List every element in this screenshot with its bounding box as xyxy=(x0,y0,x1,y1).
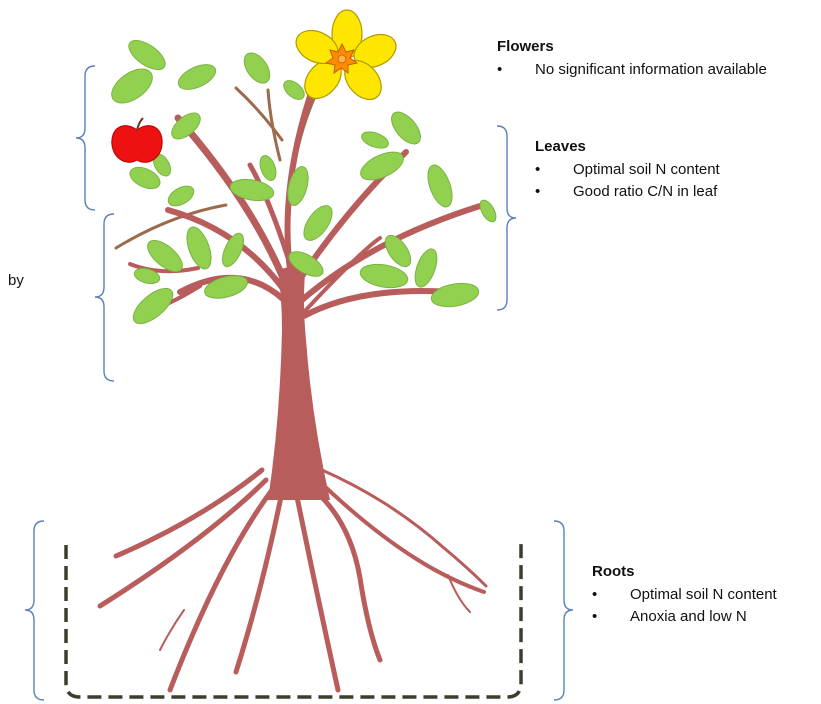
roots xyxy=(97,467,488,693)
roots-list: Optimal soil N content Anoxia and low N xyxy=(592,584,777,628)
flowers-bracket xyxy=(75,65,96,211)
flowers-list: No significant information available xyxy=(497,59,767,81)
brackets xyxy=(24,65,574,701)
leaf-icon xyxy=(283,80,305,100)
flowers-label: Flowers No significant information avail… xyxy=(497,36,767,81)
leaf-icon xyxy=(414,248,438,288)
leaf-icon xyxy=(132,287,174,325)
leaf-icon xyxy=(288,251,324,277)
leaves-item: Optimal soil N content xyxy=(535,159,720,181)
leaf-icon xyxy=(147,239,183,273)
leaf-icon xyxy=(167,185,195,207)
leaves-label: Leaves Optimal soil N content Good ratio… xyxy=(535,136,720,203)
leaves-right-bracket xyxy=(496,125,517,311)
leaf-icon xyxy=(221,232,245,268)
leaf-icon xyxy=(171,112,201,140)
roots-label: Roots Optimal soil N content Anoxia and … xyxy=(592,561,777,628)
leaf-icon xyxy=(186,226,212,270)
leaf-icon xyxy=(391,111,421,145)
roots-left-bracket xyxy=(24,520,45,701)
side-note: by xyxy=(8,272,24,289)
leaf-icon xyxy=(243,52,271,84)
leaf-icon xyxy=(133,267,161,285)
leaf-icon xyxy=(128,39,166,71)
leaf-icon xyxy=(303,205,333,241)
leaf-icon xyxy=(204,275,248,299)
leaves xyxy=(111,39,497,325)
leaf-icon xyxy=(430,282,480,308)
flower-icon xyxy=(295,9,397,101)
leaf-icon xyxy=(359,263,409,289)
flowers-item: No significant information available xyxy=(497,59,767,81)
apple-icon xyxy=(111,117,163,163)
leaf-icon xyxy=(361,131,389,149)
flowers-title: Flowers xyxy=(497,38,554,55)
leaf-icon xyxy=(111,68,153,104)
leaf-icon xyxy=(129,166,161,190)
pot-outline xyxy=(64,542,523,699)
roots-title: Roots xyxy=(592,563,635,580)
leaf-icon xyxy=(384,234,412,268)
leaves-title: Leaves xyxy=(535,138,586,155)
leaf-icon xyxy=(427,164,453,208)
leaves-left-bracket xyxy=(94,213,115,382)
leaf-icon xyxy=(229,178,275,202)
roots-right-bracket xyxy=(553,520,574,701)
roots-item: Optimal soil N content xyxy=(592,584,777,606)
leaf-icon xyxy=(360,151,404,181)
trunk xyxy=(268,262,330,500)
leaf-icon xyxy=(177,64,217,90)
leaf-icon xyxy=(479,199,497,223)
roots-item: Anoxia and low N xyxy=(592,606,777,628)
leaf-icon xyxy=(287,166,309,206)
leaves-item: Good ratio C/N in leaf xyxy=(535,181,720,203)
leaf-icon xyxy=(259,155,277,181)
leaves-list: Optimal soil N content Good ratio C/N in… xyxy=(535,159,720,203)
